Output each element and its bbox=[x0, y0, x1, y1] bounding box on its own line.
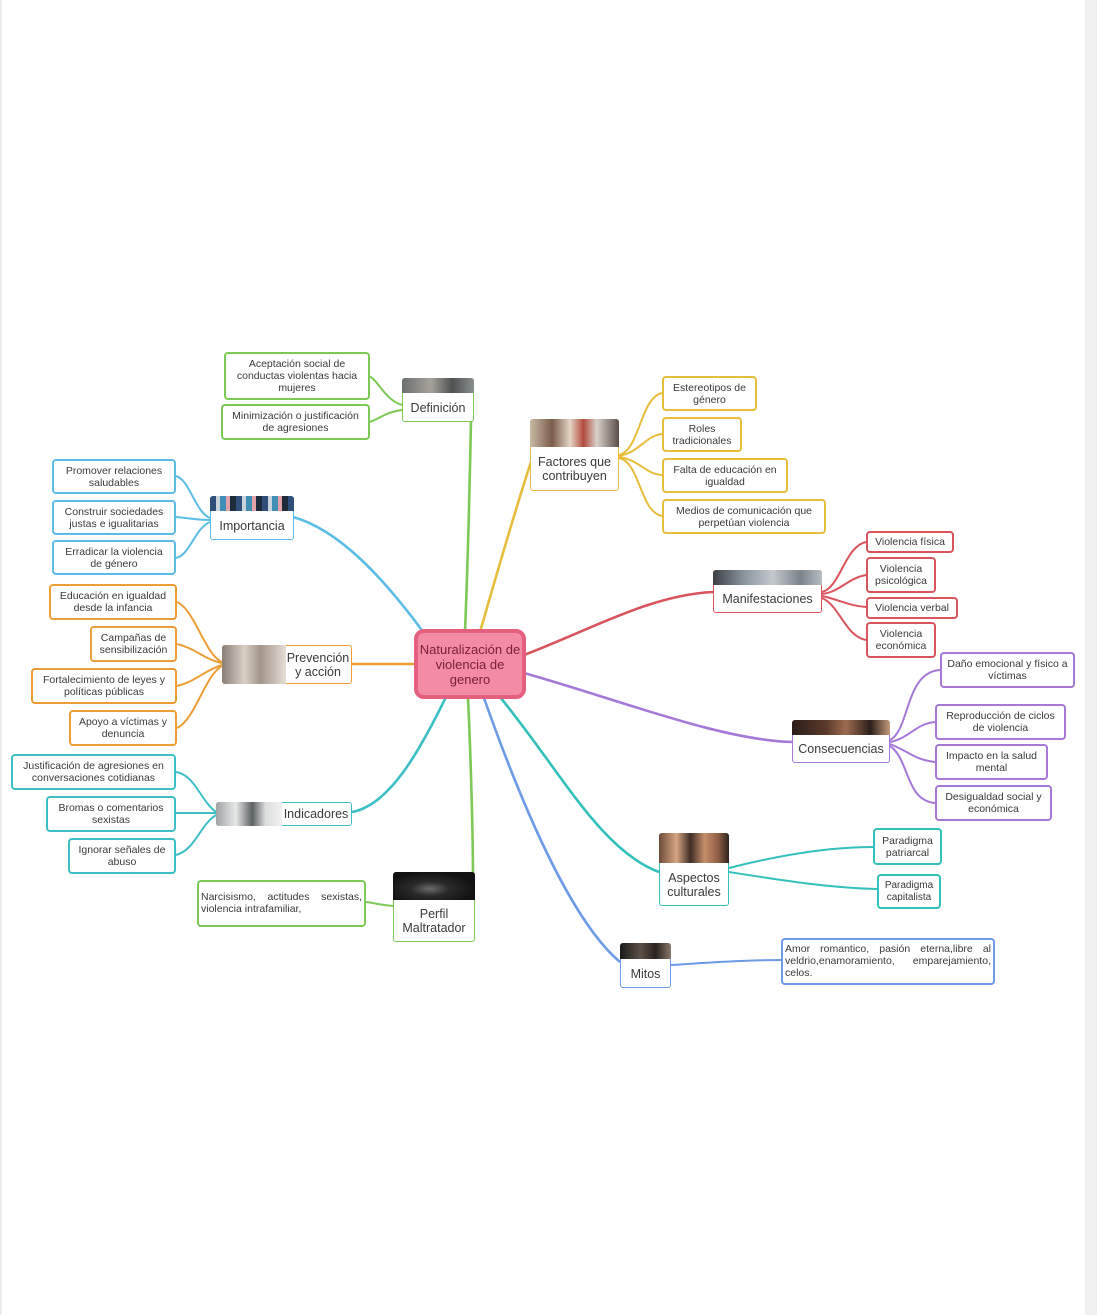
connector-factores-3 bbox=[618, 456, 663, 476]
connector-definicion-1 bbox=[368, 375, 403, 406]
connector-manifestaciones-3 bbox=[821, 595, 867, 608]
branch-importancia[interactable]: Importancia bbox=[210, 496, 294, 540]
central-topic[interactable]: Naturalización de violencia de genero bbox=[414, 629, 526, 699]
connector-aspectos-2 bbox=[728, 871, 878, 890]
indicadores-child-1[interactable]: Justificación de agresiones en conversac… bbox=[11, 754, 176, 790]
connector-importancia bbox=[292, 515, 426, 634]
prevencion-child-3[interactable]: Fortalecimiento de leyes y políticas púb… bbox=[31, 668, 177, 704]
connector-prevencion-2 bbox=[176, 643, 223, 664]
factores-child-3[interactable]: Falta de educación en igualdad bbox=[662, 458, 788, 493]
connector-consecuencias-3 bbox=[889, 743, 936, 763]
connector-manifestaciones-1 bbox=[821, 541, 867, 593]
importancia-child-1[interactable]: Promover relaciones saludables bbox=[52, 459, 176, 494]
indicadores-child-3[interactable]: Ignorar señales de abuso bbox=[68, 838, 176, 874]
connector-prevencion-1 bbox=[176, 601, 223, 663]
prevencion-child-4[interactable]: Apoyo a víctimas y denuncia bbox=[69, 710, 177, 746]
connector-perfil-1 bbox=[365, 901, 394, 907]
branch-definicion[interactable]: Definición bbox=[402, 378, 474, 422]
branch-aspectos[interactable]: Aspectos culturales bbox=[659, 833, 729, 906]
importancia-child-2[interactable]: Construir sociedades justas e igualitari… bbox=[52, 500, 176, 535]
branch-importancia-label: Importancia bbox=[219, 518, 285, 533]
branch-prevencion[interactable]: Prevención y acción bbox=[222, 645, 352, 684]
connector-factores bbox=[478, 461, 533, 633]
connector-consecuencias-1 bbox=[889, 669, 941, 741]
connector-factores-2 bbox=[618, 433, 663, 457]
aspectos-child-1[interactable]: Paradigma patriarcal bbox=[873, 828, 942, 865]
manifestaciones-child-2[interactable]: Violencia psicológica bbox=[866, 557, 936, 593]
branch-aspectos-label: Aspectos culturales bbox=[667, 870, 721, 899]
branch-indicadores-label: Indicadores bbox=[283, 807, 349, 821]
branch-factores-label: Factores que contribuyen bbox=[538, 455, 611, 483]
manifestaciones-child-3[interactable]: Violencia verbal bbox=[866, 597, 958, 619]
connector-manifestaciones-2 bbox=[821, 574, 867, 595]
connector-consecuencias bbox=[523, 671, 793, 744]
factores-image bbox=[530, 419, 619, 447]
connector-factores-1 bbox=[618, 392, 663, 456]
factores-child-1[interactable]: Estereotipos de género bbox=[662, 376, 757, 411]
connector-aspectos bbox=[498, 696, 660, 874]
connector-mitos bbox=[482, 697, 621, 963]
aspectos-image bbox=[659, 833, 729, 863]
perfil-image bbox=[393, 872, 475, 900]
connector-importancia-2 bbox=[175, 516, 211, 521]
connector-indicadores-1 bbox=[175, 771, 217, 813]
indicadores-child-2[interactable]: Bromas o comentarios sexistas bbox=[46, 796, 176, 832]
connector-prevencion-4 bbox=[176, 665, 223, 729]
mitos-image bbox=[620, 943, 671, 959]
branch-factores[interactable]: Factores que contribuyen bbox=[530, 419, 619, 491]
perfil-child-1[interactable]: Narcisismo, actitudes sexistas, violenci… bbox=[197, 880, 366, 927]
consecuencias-child-4[interactable]: Desigualdad social y económica bbox=[935, 785, 1052, 821]
connector-consecuencias-2 bbox=[889, 721, 936, 743]
consecuencias-child-2[interactable]: Reproducción de ciclos de violencia bbox=[935, 704, 1066, 740]
branch-mitos-label: Mitos bbox=[630, 966, 661, 981]
indicadores-image bbox=[216, 802, 282, 826]
connector-indicadores bbox=[351, 696, 448, 814]
prevencion-image bbox=[222, 645, 286, 684]
connector-consecuencias-4 bbox=[889, 745, 936, 804]
definicion-child-1[interactable]: Aceptación social de conductas violentas… bbox=[224, 352, 370, 400]
branch-indicadores[interactable]: Indicadores bbox=[216, 802, 352, 826]
branch-definicion-label: Definición bbox=[410, 400, 466, 415]
connector-manifestaciones-4 bbox=[821, 597, 867, 641]
factores-child-2[interactable]: Roles tradicionales bbox=[662, 417, 742, 452]
branch-manifestaciones[interactable]: Manifestaciones bbox=[713, 570, 822, 613]
factores-child-4[interactable]: Medios de comunicación que perpetúan vio… bbox=[662, 499, 826, 534]
branch-consecuencias[interactable]: Consecuencias bbox=[792, 720, 890, 763]
connector-aspectos-1 bbox=[728, 846, 874, 869]
branch-mitos[interactable]: Mitos bbox=[620, 943, 671, 988]
branch-perfil-label: Perfil Maltratador bbox=[402, 907, 466, 935]
connector-definicion bbox=[463, 419, 473, 632]
branch-manifestaciones-label: Manifestaciones bbox=[722, 592, 813, 606]
branch-prevencion-label: Prevención y acción bbox=[286, 650, 350, 679]
connector-definicion-2 bbox=[368, 409, 403, 423]
connector-mitos-1 bbox=[670, 959, 782, 966]
connector-importancia-3 bbox=[175, 521, 211, 559]
connector-perfil bbox=[466, 697, 475, 881]
prevencion-child-2[interactable]: Campañas de sensibilización bbox=[90, 626, 177, 662]
aspectos-child-2[interactable]: Paradigma capitalista bbox=[877, 874, 941, 909]
connector-prevencion-3 bbox=[176, 664, 223, 687]
consecuencias-image bbox=[792, 720, 890, 735]
prevencion-child-1[interactable]: Educación en igualdad desde la infancia bbox=[49, 584, 177, 620]
branch-consecuencias-label: Consecuencias bbox=[798, 742, 884, 756]
left-edge-border bbox=[0, 0, 2, 1315]
importancia-child-3[interactable]: Erradicar la violencia de género bbox=[52, 540, 176, 575]
connector-manifestaciones bbox=[523, 590, 714, 657]
branch-perfil[interactable]: Perfil Maltratador bbox=[393, 872, 475, 942]
definicion-image bbox=[402, 378, 474, 393]
mitos-child-1[interactable]: Amor romantico, pasión eterna,libre al v… bbox=[781, 938, 995, 985]
manifestaciones-child-1[interactable]: Violencia física bbox=[866, 531, 954, 553]
consecuencias-child-3[interactable]: Impacto en la salud mental bbox=[935, 744, 1048, 780]
consecuencias-child-1[interactable]: Daño emocional y físico a víctimas bbox=[940, 652, 1075, 688]
connector-factores-4 bbox=[618, 457, 663, 517]
connector-importancia-1 bbox=[175, 475, 211, 519]
manifestaciones-child-4[interactable]: Violencia económica bbox=[866, 622, 936, 658]
definicion-child-2[interactable]: Minimización o justificación de agresion… bbox=[221, 404, 370, 440]
connector-indicadores-3 bbox=[175, 814, 217, 856]
importancia-image bbox=[210, 496, 294, 511]
manifestaciones-image bbox=[713, 570, 822, 585]
scrollbar-track[interactable] bbox=[1086, 0, 1096, 1315]
